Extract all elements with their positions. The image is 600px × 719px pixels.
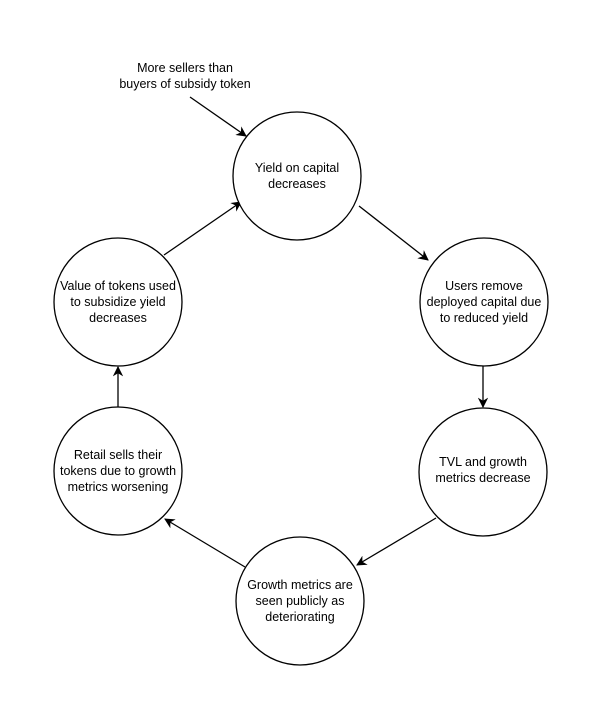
edge-tvl-to-growth-public — [356, 517, 437, 566]
node-users-remove-circle — [419, 237, 549, 367]
edge-yield-to-users-remove — [358, 205, 429, 261]
node-token-value-label: Value of tokens used to subsidize yield … — [60, 279, 176, 325]
node-yield-label: Yield on capital decreases — [254, 161, 340, 191]
node-growth-public-circle — [235, 536, 365, 666]
node-tvl-label: TVL and growth metrics decrease — [435, 455, 531, 485]
node-tvl-circle — [418, 407, 548, 537]
node-growth-public-label: Growth metrics are seen publicly as dete… — [247, 578, 353, 624]
node-users-remove-label: Users remove deployed capital due to red… — [426, 279, 542, 325]
node-yield-circle — [232, 111, 362, 241]
edge-external-to-yield — [189, 96, 247, 137]
node-retail-sells-circle — [53, 406, 183, 536]
node-retail-sells-label: Retail sells their tokens due to growth … — [59, 448, 177, 494]
edge-token-value-to-yield — [163, 201, 242, 256]
node-token-value-circle — [53, 237, 183, 367]
edge-growth-public-to-retail-sells — [164, 518, 246, 568]
external-input-label: More sellers than buyers of subsidy toke… — [119, 61, 251, 91]
